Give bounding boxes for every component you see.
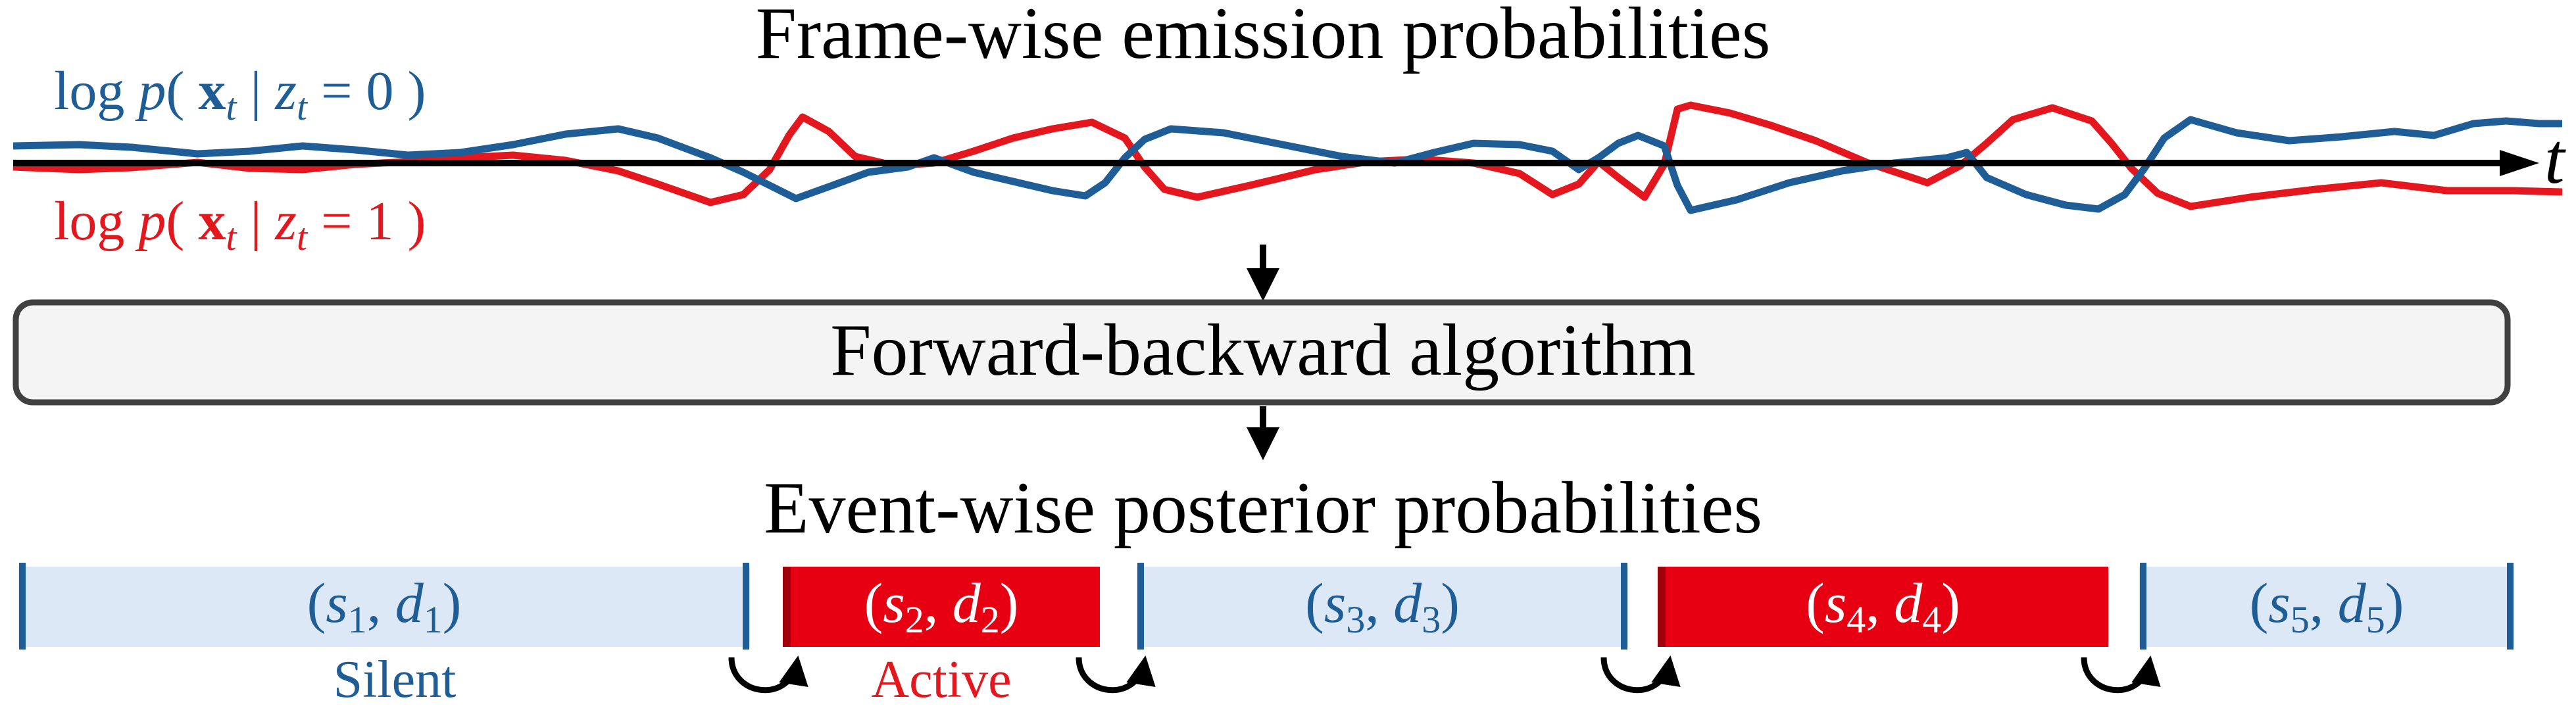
segment-label-part: s [883,571,904,634]
segment-label-part: 4 [1846,598,1866,641]
segment-label-part: , [367,571,395,634]
active-segment-bar [783,567,1100,647]
emission-label-part: = [307,191,366,252]
segment-label-part: d [1393,571,1422,634]
emission-title: Frame-wise emission probabilities [756,0,1771,74]
silent-emission-label: log p( xt | zt = 0 ) [54,60,426,128]
silent-segment-bar [2139,567,2514,647]
time-axis-arrowhead [2500,150,2539,176]
segment-label-part: s [1324,571,1346,634]
emission-label-part: ( [166,60,198,122]
emission-label-part: p [135,60,166,122]
segment-label: (s1, d1) [307,571,462,641]
segment-label-part: ) [1941,571,1960,634]
segment-label-part: 3 [1422,598,1441,641]
segment-label-part: 2 [981,598,1000,641]
segment-label-part: 2 [905,598,924,641]
segment-label-part: s [1825,571,1846,634]
segment-label-part: ( [864,571,883,634]
emission-label-part: ) [393,191,426,252]
segment-shadow-edge [1658,567,1666,647]
emission-label-part: p [135,191,166,252]
segment-label-part: ( [1806,571,1825,634]
emission-label-part: t [297,85,309,128]
emission-label-part: x [198,191,226,252]
emission-label-part: log [54,60,138,122]
segment-label-part: ) [1000,571,1019,634]
emission-label-part: t [226,216,237,258]
emission-label-part: t [226,85,237,128]
segment-label: (s3, d3) [1305,571,1460,641]
segment-label-part: 1 [424,598,443,641]
segment-label-part: ) [2385,571,2404,634]
active-segment-bar [1658,567,2108,647]
segment-label-part: ( [1305,571,1324,634]
event-segments: (s1, d1)Silent(s2, d2)Active(s3, d3)(s4,… [18,563,2514,709]
segment-label-part: s [2268,571,2290,634]
segment-label-part: d [953,571,981,634]
segment-label-part: 1 [348,598,367,641]
segment-label: (s4, d4) [1806,571,1960,641]
segment-label-part: , [2310,571,2338,634]
segment-label-part: d [395,571,424,634]
silent-segment-bar [1137,567,1628,647]
segment-label-part: 4 [1922,598,1941,641]
segment-label-part: 5 [2291,598,2310,641]
event-segment-4: (s4, d4) [1658,567,2108,647]
segment-label-part: ( [307,571,326,634]
silent-emission-curve [12,116,2562,214]
segment-label-part: 5 [2366,598,2385,641]
time-axis-label: t [2544,118,2566,199]
event-segment-3: (s3, d3) [1137,563,1628,650]
emission-label-part: z [274,191,297,252]
posterior-title: Event-wise posterior probabilities [764,467,1762,549]
self-transition-arrows [728,655,2161,694]
segment-label-part: s [326,571,347,634]
self-transition-arrow [1600,655,1681,694]
emission-label-part: 0 [366,60,393,122]
emission-label-part: ) [393,60,426,122]
segment-label-part: ) [1441,571,1460,634]
segment-label-part: d [1894,571,1923,634]
self-transition-arrow [1076,655,1156,694]
emission-plot: t log p( xt | zt = 0 ) log p( xt | zt = … [12,60,2566,258]
event-segment-1: (s1, d1)Silent [18,563,750,709]
emission-label-part: z [274,60,297,122]
emission-label-part: x [198,60,226,122]
emission-label-part: | [236,191,275,252]
emission-label-part: ( [166,191,198,252]
event-segment-2: (s2, d2)Active [783,567,1100,709]
self-transition-arrow [2081,655,2161,694]
emission-label-part: | [236,60,275,122]
segment-label: (s2, d2) [864,571,1019,641]
emission-label-part: 1 [366,191,393,252]
segment-label-part: , [924,571,953,634]
segment-label-part: , [1866,571,1894,634]
emission-label-part: t [297,216,309,258]
event-segment-5: (s5, d5) [2139,563,2514,650]
segment-label: (s5, d5) [2250,571,2404,641]
active-state-label: Active [871,651,1011,709]
active-emission-label: log p( xt | zt = 1 ) [54,191,426,258]
self-transition-arrow [728,655,808,694]
emission-label-part: log [54,191,138,252]
silent-segment-bar [18,567,750,647]
segment-label-part: ( [2250,571,2269,634]
segment-label-part: d [2338,571,2367,634]
segment-label-part: ) [443,571,462,634]
segment-shadow-edge [783,567,791,647]
emission-label-part: = [307,60,366,122]
algorithm-label: Forward-backward algorithm [830,310,1696,391]
algorithm-box: Forward-backward algorithm [12,299,2511,406]
silent-state-label: Silent [334,651,457,709]
segment-label-part: , [1365,571,1393,634]
segment-label-part: 3 [1346,598,1365,641]
